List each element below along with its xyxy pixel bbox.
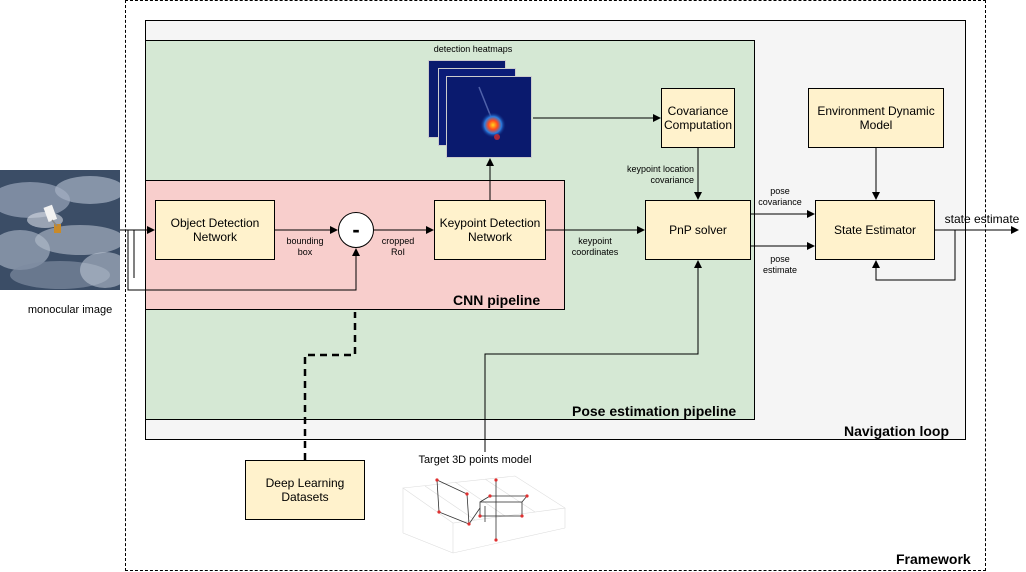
edge-datasets-to-cnn [303,312,357,460]
datasets-node: Deep Learning Datasets [245,460,365,520]
edge-target-to-pnp [484,260,702,452]
framework-region [125,0,986,571]
state-estimator-node: State Estimator [815,200,935,260]
edge-image-to-subtract [127,230,360,291]
monocular-image [0,170,120,290]
target-model-label: Target 3D points model [418,454,532,466]
edge-feedback-loop [872,230,956,281]
monocular-image-label: monocular image [27,304,113,316]
environment-model-node: Environment Dynamic Model [808,88,944,148]
cnn-pipeline-title: CNN pipeline [453,292,541,308]
covariance-node: Covariance Computation [661,88,735,148]
state-estimate-label: state estimate [944,212,1020,226]
subtract-operator: - [338,212,374,248]
heatmap-layer-3 [446,76,532,158]
keypoint-detection-node: Keypoint Detection Network [434,200,546,260]
detection-heatmaps-label: detection heatmaps [433,44,513,54]
pnp-solver-node: PnP solver [645,200,751,260]
pose-pipeline-title: Pose estimation pipeline [572,403,737,419]
subtract-symbol: - [352,217,360,242]
navigation-loop-title: Navigation loop [844,423,949,439]
framework-title: Framework [896,551,971,567]
target-3d-model-plot [395,468,570,558]
object-detection-node: Object Detection Network [155,200,275,260]
